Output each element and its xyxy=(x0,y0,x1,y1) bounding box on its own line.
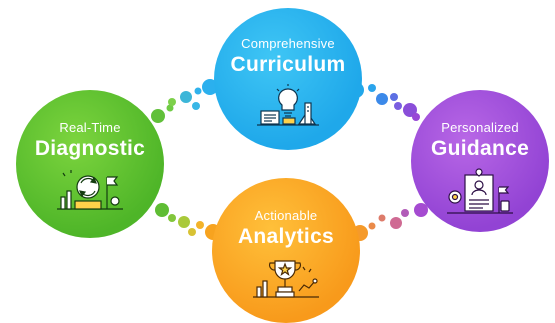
trophy-icon xyxy=(251,255,321,299)
analytics-node: Actionable Analytics xyxy=(212,178,360,323)
diagnostic-subtitle: Real-Time xyxy=(59,120,121,135)
lightbulb-icon xyxy=(255,83,321,127)
curriculum-node: Comprehensive Curriculum xyxy=(214,8,362,150)
guidance-title: Guidance xyxy=(430,137,530,160)
guidance-node: Personalized Guidance xyxy=(411,90,549,232)
guidance-subtitle: Personalized xyxy=(441,120,519,135)
curriculum-subtitle: Comprehensive xyxy=(241,36,335,51)
profile-document-icon xyxy=(445,167,515,215)
diagnostic-title: Diagnostic xyxy=(34,137,146,160)
diagnostic-node: Real-Time Diagnostic xyxy=(16,90,164,238)
analytics-title: Analytics xyxy=(237,225,335,248)
analytics-subtitle: Actionable xyxy=(254,208,318,223)
curriculum-title: Curriculum xyxy=(230,53,346,76)
refresh-cycle-icon xyxy=(55,167,125,211)
